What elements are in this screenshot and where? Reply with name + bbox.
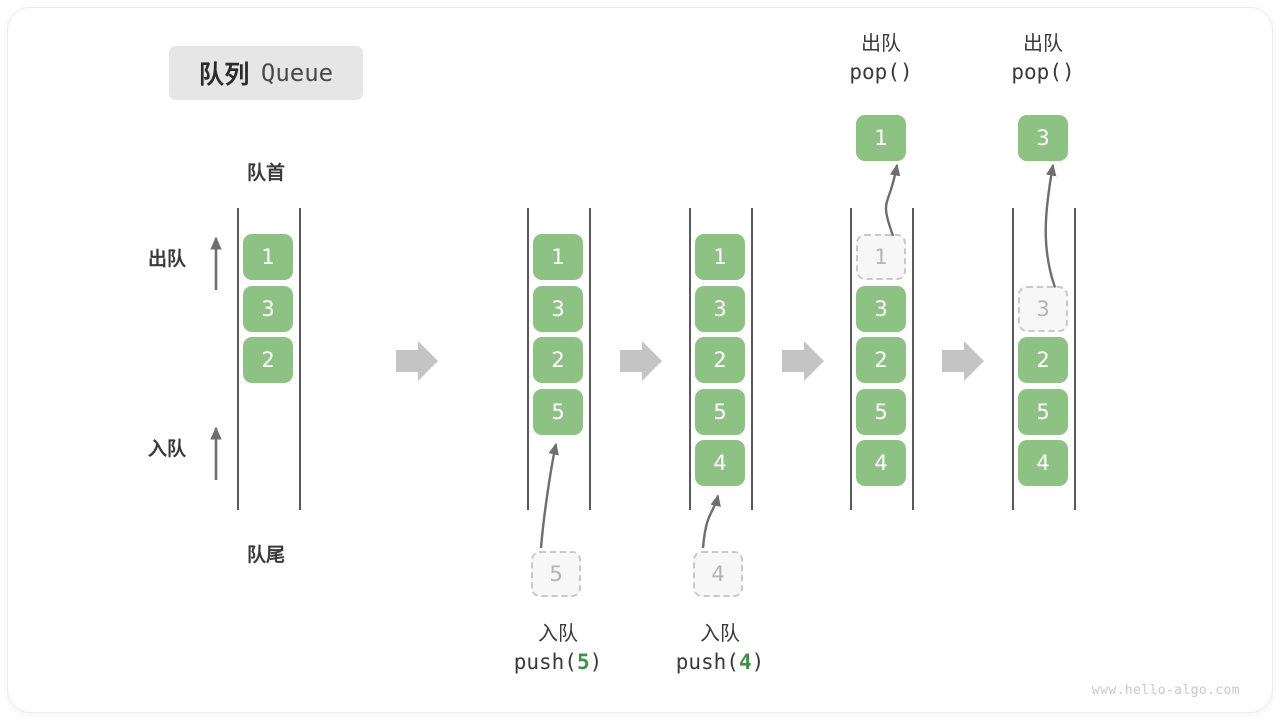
queue-rail-left [689, 208, 691, 510]
popped-box: 3 [1018, 115, 1068, 161]
queue-box: 1 [533, 234, 583, 280]
queue-box: 3 [533, 285, 583, 332]
queue-box: 2 [533, 337, 583, 383]
queue-rail-left [850, 208, 852, 510]
queue-rail-left [527, 208, 529, 510]
pop-caption: 出队 pop() [791, 30, 971, 88]
push-caption-cn: 入队 [538, 623, 578, 645]
queue-box: 5 [533, 388, 583, 435]
queue-box: 2 [1018, 337, 1068, 383]
queue-head-label: 队首 [246, 163, 285, 184]
queue-box: 4 [1018, 440, 1068, 486]
watermark: www.hello-algo.com [1091, 683, 1240, 698]
push-arg-value: 4 [738, 650, 752, 675]
queue-box: 3 [856, 285, 906, 332]
queue-box: 2 [856, 337, 906, 383]
queue-box: 3 [695, 285, 745, 332]
queue-box: 1 [695, 234, 745, 280]
queue-box: 5 [1018, 388, 1068, 435]
diagram-card [8, 8, 1272, 712]
queue-box: 2 [695, 337, 745, 383]
title-chinese: 队列 [198, 61, 250, 89]
queue-box: 5 [856, 388, 906, 435]
queue-rail-right [589, 208, 591, 510]
dequeue-side-label: 出队 [148, 249, 187, 270]
queue-tail-label: 队尾 [246, 545, 285, 566]
queue-box: 1 [243, 234, 293, 280]
push-caption-cn: 入队 [700, 623, 740, 645]
queue-box: 3 [243, 285, 293, 332]
queue-box: 4 [695, 440, 745, 486]
queue-rail-right [751, 208, 753, 510]
push-caption-code: push(4) [675, 650, 765, 675]
queue-rail-left [237, 208, 239, 510]
queue-box: 5 [695, 388, 745, 435]
queue-rail-right [912, 208, 914, 510]
title-badge: 队列 Queue [169, 46, 363, 100]
pop-caption-cn: 出队 [1023, 33, 1063, 55]
push-caption: 入队 push(4) [630, 620, 810, 678]
push-arg-value: 5 [576, 650, 590, 675]
queue-box: 2 [243, 337, 293, 383]
ghost-box: 5 [531, 551, 581, 597]
pop-caption: 出队 pop() [953, 30, 1133, 88]
title-english: Queue [260, 59, 334, 87]
queue-rail-left [1012, 208, 1014, 510]
pop-caption-cn: 出队 [861, 33, 901, 55]
push-caption: 入队 push(5) [468, 620, 648, 678]
push-caption-code: push(5) [513, 650, 603, 675]
ghost-box: 3 [1018, 285, 1068, 332]
pop-caption-code: pop() [849, 60, 913, 85]
queue-box: 4 [856, 440, 906, 486]
popped-box: 1 [856, 115, 906, 161]
ghost-box: 1 [856, 234, 906, 280]
queue-rail-right [1074, 208, 1076, 510]
queue-rail-right [299, 208, 301, 510]
enqueue-side-label: 入队 [148, 439, 187, 460]
ghost-box: 4 [693, 551, 743, 597]
pop-caption-code: pop() [1011, 60, 1075, 85]
